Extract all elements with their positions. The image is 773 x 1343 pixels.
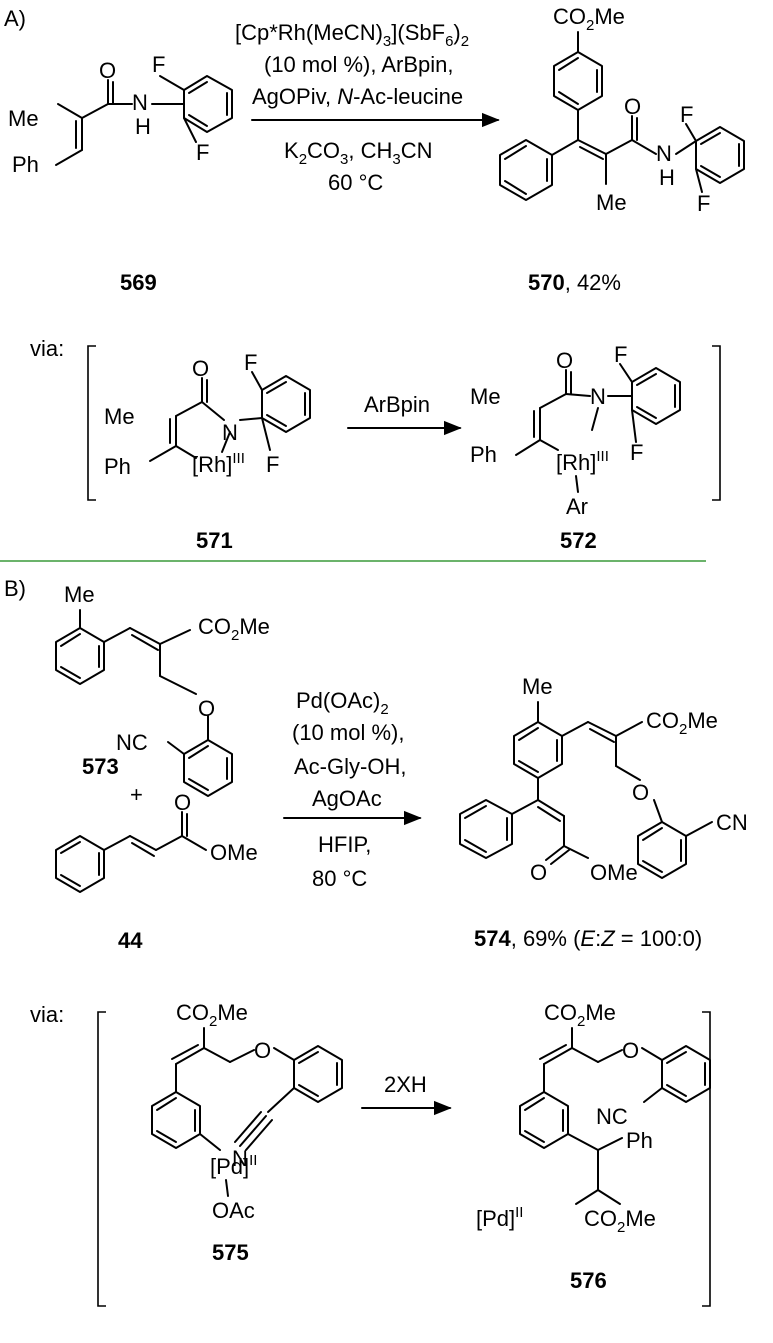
carbonyl-o: O <box>624 94 641 119</box>
bracket-left-b <box>97 1011 106 1307</box>
amide-n: N <box>590 384 606 409</box>
compound-id-575: 575 <box>212 1240 249 1265</box>
arrow-reagent-b: 2XH <box>384 1072 427 1097</box>
compound-574: Me CO2Me O CN O OMe <box>459 674 748 885</box>
palladium: [Pd]II <box>210 1152 257 1179</box>
cond-a-line2: (10 mol %), ArBpin, <box>264 52 454 77</box>
nitrile: CN <box>716 810 748 835</box>
phenyl: Ph <box>626 1128 653 1153</box>
plus-sign: + <box>130 782 143 807</box>
methoxy: OMe <box>210 840 258 865</box>
methyl: Me <box>470 384 501 409</box>
compound-id-571: 571 <box>196 528 233 553</box>
ether-o: O <box>254 1038 271 1063</box>
ether-o: O <box>632 780 649 805</box>
palladium: [Pd]II <box>476 1204 523 1231</box>
compound-id-569: 569 <box>120 270 157 295</box>
cond-b-line1: Pd(OAc)2 <box>296 688 389 718</box>
amide-h: H <box>135 114 151 139</box>
amide-n: N <box>222 420 238 445</box>
svg-text:CO2Me: CO2Me <box>544 1000 616 1030</box>
cond-b-line3: Ac-Gly-OH, <box>294 754 406 779</box>
nitrile: NC <box>116 730 148 755</box>
fluorine-bottom: F <box>697 191 710 216</box>
via-label-b: via: <box>30 1002 64 1027</box>
ether-o: O <box>198 696 215 721</box>
methoxy: OMe <box>590 860 638 885</box>
rhodium: [Rh]III <box>192 450 245 477</box>
cond-a-line5: 60 °C <box>328 170 383 195</box>
compound-id-572: 572 <box>560 528 597 553</box>
compound-571: O N F F Me Ph [Rh]III <box>104 350 311 479</box>
carbonyl-o: O <box>99 58 116 83</box>
compound-572: O N F F Me Ph [Rh]III Ar <box>470 342 681 519</box>
cond-b-line2: (10 mol %), <box>292 720 404 745</box>
phenyl: Ph <box>12 152 39 177</box>
fluorine-top: F <box>680 102 693 127</box>
fluorine-bottom: F <box>196 140 209 165</box>
carbonyl-o: O <box>556 348 573 373</box>
compound-id-570: 570, 42% <box>528 270 621 295</box>
panel-a-label: A) <box>4 6 26 31</box>
bracket-left-a <box>87 345 96 501</box>
cond-b-line4: AgOAc <box>312 786 382 811</box>
svg-text:CO2Me: CO2Me <box>584 1206 656 1236</box>
svg-text:CO2Me: CO2Me <box>198 614 270 644</box>
methyl: Me <box>64 582 95 607</box>
carbonyl-o: O <box>192 356 209 381</box>
compound-id-573: 573 <box>82 754 119 779</box>
carbonyl-o: O <box>174 790 191 815</box>
amide-n: N <box>656 141 672 166</box>
fluorine-top: F <box>244 350 257 375</box>
ester-label: CO2Me <box>553 4 625 34</box>
methyl: Me <box>8 106 39 131</box>
compound-id-44: 44 <box>118 928 143 953</box>
compound-569: O N H F F Me Ph <box>8 52 233 177</box>
amide-n: N <box>132 90 148 115</box>
svg-text:CO2Me: CO2Me <box>646 708 718 738</box>
cond-a-line4: K2CO3, CH3CN <box>284 138 433 168</box>
fluorine-bottom: F <box>266 452 279 477</box>
fluorine-top: F <box>152 52 165 77</box>
compound-576: CO2Me O NC Ph [Pd]II CO2Me <box>476 1000 711 1236</box>
arrow-reagent-a: ArBpin <box>364 392 430 417</box>
compound-575: CO2Me O N [Pd]II OAc <box>151 1000 343 1223</box>
panel-b-label: B) <box>4 576 26 601</box>
nitrile: NC <box>596 1104 628 1129</box>
via-label-a: via: <box>30 336 64 361</box>
cond-b-line5: HFIP, <box>318 832 371 857</box>
conditions-b: Pd(OAc)2 (10 mol %), Ac-Gly-OH, AgOAc HF… <box>283 688 422 891</box>
compound-570: CO2Me O N H F F Me <box>499 4 745 216</box>
phenyl: Ph <box>470 442 497 467</box>
cond-b-line6: 80 °C <box>312 866 367 891</box>
acetate: OAc <box>212 1198 255 1223</box>
nitrile-n: N <box>232 1146 248 1171</box>
compound-id-576: 576 <box>570 1268 607 1293</box>
methyl: Me <box>522 674 553 699</box>
rhodium: [Rh]III <box>556 448 609 475</box>
bracket-right-b <box>702 1011 711 1307</box>
phenyl: Ph <box>104 454 131 479</box>
amide-h: H <box>659 165 675 190</box>
cond-a-line1: [Cp*Rh(MeCN)3](SbF6)2 <box>235 20 469 50</box>
methyl: Me <box>596 190 627 215</box>
aryl: Ar <box>566 494 588 519</box>
ether-o: O <box>622 1038 639 1063</box>
carbonyl-o: O <box>530 860 547 885</box>
compound-573: Me CO2Me O NC <box>55 582 270 797</box>
fluorine-top: F <box>614 342 627 367</box>
compound-44: O OMe <box>55 790 258 893</box>
methyl: Me <box>104 404 135 429</box>
fluorine-bottom: F <box>630 440 643 465</box>
compound-id-574: 574, 69% (E:Z = 100:0) <box>474 926 702 951</box>
svg-text:CO2Me: CO2Me <box>176 1000 248 1030</box>
cond-a-line3: AgOPiv, N-Ac-leucine <box>252 84 463 109</box>
bracket-right-a <box>712 345 721 501</box>
conditions-a: [Cp*Rh(MeCN)3](SbF6)2 (10 mol %), ArBpin… <box>235 20 500 195</box>
